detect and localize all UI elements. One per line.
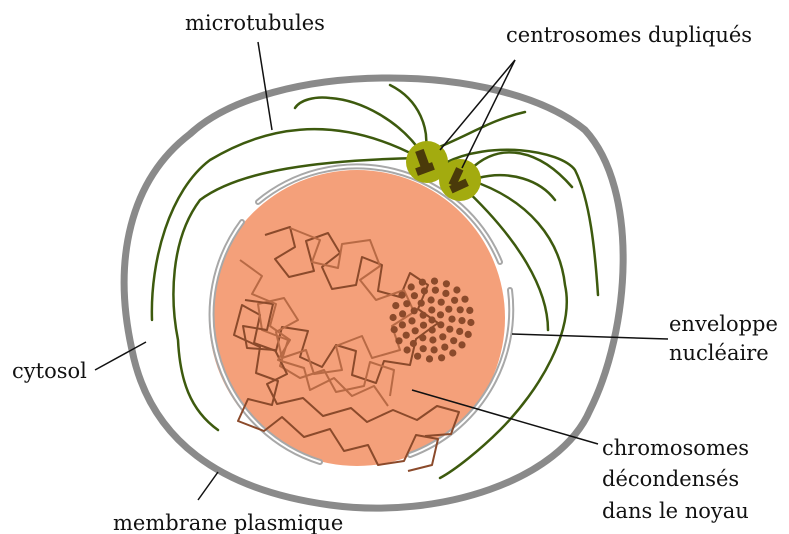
nucleolus-dot: [412, 327, 419, 334]
nucleolus-dot: [419, 334, 426, 341]
nucleolus-dot: [398, 292, 405, 299]
nucleolus-dot: [420, 345, 427, 352]
label-cytosol: cytosol: [12, 359, 87, 383]
nucleolus-dot: [391, 326, 398, 333]
nucleolus-dot: [420, 312, 427, 319]
label-chromosomes-line3: dans le noyau: [602, 499, 749, 523]
label-chromosomes-line1: chromosomes: [602, 436, 749, 460]
nucleolus-dot: [408, 317, 415, 324]
label-enveloppe-line1: enveloppe: [669, 312, 778, 336]
nucleolus-dot: [421, 287, 428, 294]
nucleolus-dot: [392, 302, 399, 309]
nucleolus-dot: [461, 296, 468, 303]
nucleolus-dot: [448, 316, 455, 323]
nucleolus-dot: [437, 311, 444, 318]
label-enveloppe-line2: nucléaire: [669, 341, 769, 365]
nucleolus-dot: [441, 344, 448, 351]
nucleolus-dot: [446, 326, 453, 333]
nucleolus-dot: [419, 279, 426, 286]
nucleolus-dot: [445, 306, 452, 313]
label-centrosomes: centrosomes dupliqués: [506, 23, 752, 47]
nucleolus-dot: [466, 307, 473, 314]
nucleolus-dot: [408, 283, 415, 290]
nucleolus-dot: [431, 346, 438, 353]
nucleolus-dot: [411, 307, 418, 314]
leader-enveloppe: [512, 334, 668, 339]
nucleolus-dot: [439, 333, 446, 340]
nucleolus-dot: [399, 310, 406, 317]
nucleolus-dot: [437, 321, 444, 328]
nucleolus-dot: [428, 306, 435, 313]
nucleolus-dot: [458, 341, 465, 348]
nucleolus-dot: [428, 316, 435, 323]
nucleolus-dot: [414, 353, 421, 360]
nucleolus-dot: [442, 290, 449, 297]
nucleolus-dot: [438, 299, 445, 306]
centrosome-2: [439, 159, 481, 201]
nucleolus-dot: [451, 297, 458, 304]
nucleolus-dot: [443, 280, 450, 287]
nucleolus-dot: [426, 355, 433, 362]
nucleolus-dot: [438, 354, 445, 361]
nucleolus-dot: [390, 314, 397, 321]
nucleolus-dot: [429, 336, 436, 343]
nucleolus-dot: [411, 292, 418, 299]
nucleolus-dot: [420, 322, 427, 329]
nucleolus-dot: [395, 337, 402, 344]
nucleolus-dot: [418, 300, 425, 307]
nucleolus-dot: [432, 287, 439, 294]
nucleolus-dot: [465, 331, 472, 338]
nucleolus-dot: [428, 296, 435, 303]
label-membrane: membrane plasmique: [113, 511, 343, 534]
nucleolus-dot: [449, 349, 456, 356]
nucleolus-dot: [399, 321, 406, 328]
nucleolus-dot: [457, 306, 464, 313]
nucleolus-dot: [410, 340, 417, 347]
nucleolus-dot: [429, 326, 436, 333]
nucleolus-dot: [403, 332, 410, 339]
nucleolus-dot: [467, 319, 474, 326]
nucleolus-dot: [456, 328, 463, 335]
nucleolus-dot: [453, 286, 460, 293]
nucleolus-dot: [458, 317, 465, 324]
label-chromosomes-line2: décondensés: [602, 467, 739, 491]
leader-membrane: [198, 472, 218, 500]
nucleolus-dot: [450, 337, 457, 344]
nucleolus-dot: [403, 300, 410, 307]
label-microtubules: microtubules: [185, 11, 325, 35]
leader-microtubules: [258, 42, 272, 130]
nucleolus-dot: [404, 346, 411, 353]
nucleolus-dot: [431, 278, 438, 285]
